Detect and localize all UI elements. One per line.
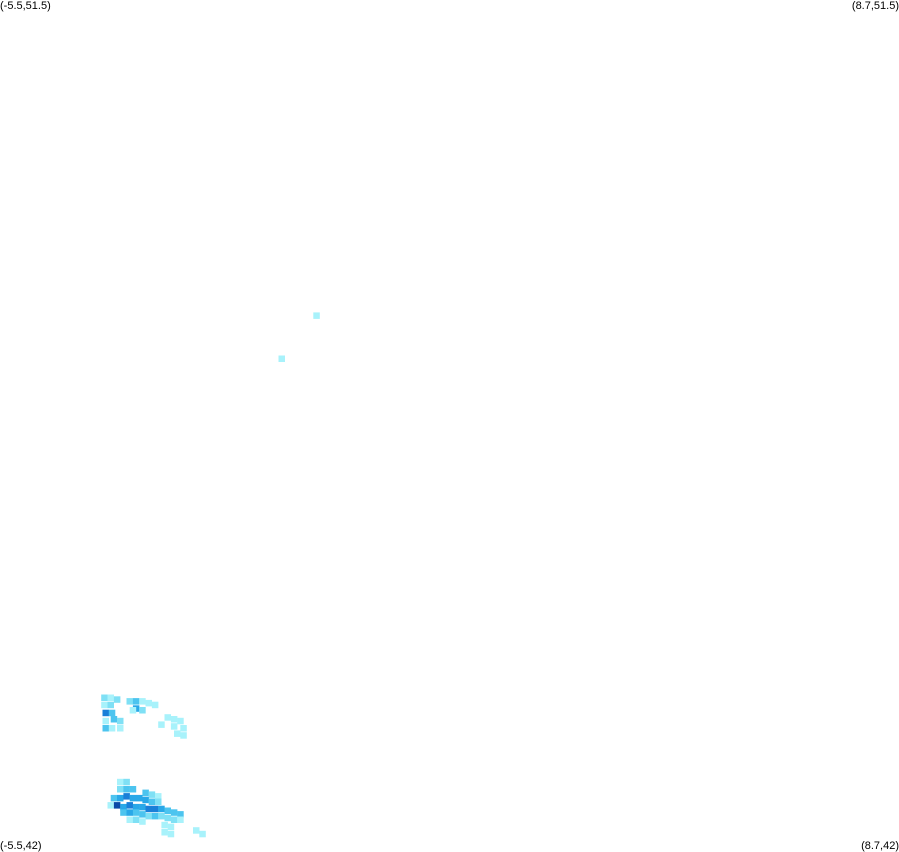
precip-cell	[158, 721, 165, 728]
precip-cell	[158, 805, 165, 813]
precip-cell	[110, 794, 118, 802]
precip-cell	[151, 812, 159, 820]
precip-cell	[102, 709, 109, 717]
precip-cell	[155, 798, 162, 805]
precip-cell	[180, 725, 187, 732]
precip-cell	[126, 802, 133, 809]
precip-cell	[129, 794, 137, 802]
precip-cell	[167, 830, 175, 838]
precip-cell	[117, 794, 124, 802]
precip-cell	[101, 694, 108, 701]
precip-cell	[139, 818, 146, 825]
precip-cell	[101, 701, 108, 709]
precip-cell	[107, 701, 114, 709]
precip-cell	[117, 778, 124, 786]
precip-cell	[117, 725, 124, 732]
precip-cell	[132, 816, 140, 823]
precip-cell	[139, 811, 146, 818]
precip-cell	[129, 786, 137, 793]
precip-cell	[148, 798, 156, 805]
precip-cell	[117, 717, 124, 725]
precip-cell	[313, 312, 320, 319]
precip-cell	[174, 730, 181, 737]
precip-cell	[108, 709, 116, 717]
precip-cell	[102, 725, 109, 732]
precip-cell	[278, 355, 285, 362]
precip-cell	[158, 812, 165, 820]
precip-cell	[145, 699, 152, 707]
precip-cell	[129, 707, 137, 714]
precip-cell	[167, 823, 175, 831]
precip-cell	[102, 717, 109, 725]
corner-label-bottom-right: (8.7,42)	[861, 840, 899, 852]
precip-cell	[177, 816, 184, 823]
precip-cell	[164, 714, 171, 721]
precip-cell	[148, 791, 156, 798]
precip-cell	[110, 716, 118, 723]
precip-cell	[142, 796, 149, 804]
precip-cell	[177, 717, 184, 725]
precip-cell	[139, 707, 146, 714]
precip-cell	[136, 794, 143, 802]
precip-cell	[120, 809, 127, 816]
corner-label-top-right: (8.7,51.5)	[851, 0, 899, 12]
precip-cell	[170, 816, 178, 823]
precip-cell	[113, 696, 121, 703]
corner-label-bottom-left: (-5.5,42)	[0, 840, 42, 852]
precip-cell	[161, 829, 168, 836]
precip-cell	[117, 786, 124, 793]
precip-cell	[132, 698, 140, 705]
precip-cell	[132, 809, 140, 816]
precip-cell	[126, 816, 133, 823]
precip-cell	[151, 805, 159, 813]
precip-cell	[113, 802, 121, 809]
precip-cell	[164, 807, 171, 814]
precip-cell	[177, 811, 184, 818]
precip-cell	[120, 803, 127, 811]
precip-cell	[199, 830, 206, 838]
precip-cell	[126, 698, 133, 705]
precip-cell	[107, 694, 114, 701]
precip-cell	[123, 793, 130, 800]
precip-cell	[139, 803, 146, 811]
precip-cell	[145, 805, 152, 813]
precip-cell	[170, 809, 178, 816]
precip-cell	[123, 786, 130, 793]
precip-cell	[139, 698, 146, 705]
precip-cell	[132, 803, 140, 811]
precip-cell	[164, 814, 171, 822]
precip-cell	[161, 821, 168, 829]
precip-cell	[155, 793, 162, 800]
precip-cell	[151, 701, 159, 709]
corner-label-top-left: (-5.5,51.5)	[0, 0, 51, 12]
precip-cell	[170, 723, 178, 730]
precip-cell	[123, 778, 130, 786]
precip-cell	[107, 802, 114, 809]
precip-cell	[180, 732, 187, 739]
precip-cell	[108, 725, 116, 732]
precip-cell	[142, 789, 149, 797]
precip-cell	[145, 812, 152, 820]
precip-cell	[126, 809, 133, 816]
precip-cell	[193, 827, 200, 834]
precip-cell	[170, 716, 178, 723]
